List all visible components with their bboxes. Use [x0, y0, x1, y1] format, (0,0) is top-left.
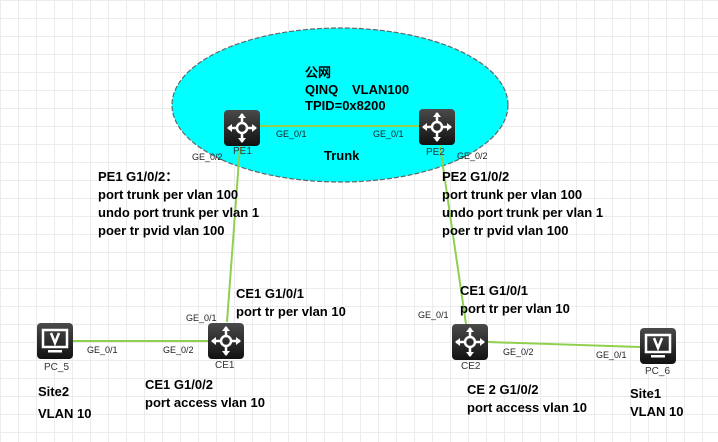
link-pe1-ce1[interactable]	[226, 145, 241, 323]
switch-icon	[422, 112, 452, 142]
pe1-label: PE1	[233, 146, 252, 157]
router-pe1[interactable]	[224, 110, 260, 146]
trunk-label: Trunk	[324, 148, 360, 163]
port-label: GE_0/1	[87, 345, 118, 355]
vlan-label: VLAN100	[352, 82, 410, 97]
switch-ce2[interactable]	[452, 324, 488, 360]
port-label: GE_0/2	[457, 151, 488, 161]
config-line: CE 2 G1/0/2	[467, 382, 539, 397]
monitor-icon	[644, 333, 672, 358]
config-line: poer tr pvid vlan 100	[98, 223, 225, 238]
pc-5[interactable]	[37, 323, 73, 359]
ce1-access-config: CE1 G1/0/2 port access vlan 10	[145, 376, 265, 412]
pe2-label: PE2	[426, 147, 445, 158]
switch-icon	[211, 326, 241, 356]
port-label: GE_0/1	[596, 350, 627, 360]
port-label: GE_0/1	[186, 313, 217, 323]
config-line: port access vlan 10	[467, 400, 587, 415]
ce2-uplink-config: CE1 G1/0/1 port tr per vlan 10	[460, 282, 570, 318]
port-label: GE_0/1	[276, 129, 307, 139]
pe1-config: PE1 G1/0/2： port trunk per vlan 100 undo…	[98, 168, 259, 240]
site-name: Site1	[630, 386, 662, 401]
switch-ce1[interactable]	[208, 323, 244, 359]
pc6-label: PC_6	[645, 366, 671, 377]
ce2-access-config: CE 2 G1/0/2 port access vlan 10	[467, 381, 587, 417]
site2-label: Site2 VLAN 10	[38, 381, 91, 425]
site1-label: Site1 VLAN 10	[630, 385, 683, 421]
config-line: port tr per vlan 10	[236, 304, 346, 319]
qinq-label: QINQ	[305, 82, 339, 97]
monitor-icon	[41, 328, 69, 353]
port-label: GE_0/1	[418, 310, 449, 320]
ce1-uplink-config: CE1 G1/0/1 port tr per vlan 10	[236, 285, 346, 321]
tpid-label: TPID=0x8200	[305, 98, 386, 113]
config-line: PE2 G1/0/2	[442, 169, 510, 184]
pc5-label: PC_5	[44, 362, 70, 373]
port-label: GE_0/2	[163, 345, 194, 355]
link-pe2-ce2[interactable]	[439, 145, 467, 325]
link-ce2-pc6[interactable]	[487, 341, 641, 348]
port-label: GE_0/2	[192, 152, 223, 162]
config-line: CE1 G1/0/1	[236, 286, 304, 301]
switch-icon	[455, 327, 485, 357]
config-line: port trunk per vlan 100	[442, 187, 583, 202]
config-line: undo port trunk per vlan 1	[98, 205, 260, 220]
config-line: port trunk per vlan 100	[98, 187, 239, 202]
config-line: port access vlan 10	[145, 395, 265, 410]
config-line: CE1 G1/0/1	[460, 283, 528, 298]
router-pe2[interactable]	[419, 109, 455, 145]
config-line: undo port trunk per vlan 1	[442, 205, 604, 220]
pc-6[interactable]	[640, 328, 676, 364]
ce1-label: CE1	[215, 360, 235, 371]
site-vlan: VLAN 10	[630, 404, 684, 419]
site-name: Site2	[38, 384, 70, 399]
site-vlan: VLAN 10	[38, 406, 92, 421]
config-line: poer tr pvid vlan 100	[442, 223, 569, 238]
pe2-config: PE2 G1/0/2 port trunk per vlan 100 undo …	[442, 168, 603, 240]
cloud-title: 公网	[305, 65, 332, 80]
config-line: PE1 G1/0/2：	[98, 169, 179, 184]
port-label: GE_0/1	[373, 129, 404, 139]
switch-icon	[227, 113, 257, 143]
port-label: GE_0/2	[503, 347, 534, 357]
config-line: CE1 G1/0/2	[145, 377, 213, 392]
config-line: port tr per vlan 10	[460, 301, 570, 316]
ce2-label: CE2	[461, 361, 481, 372]
